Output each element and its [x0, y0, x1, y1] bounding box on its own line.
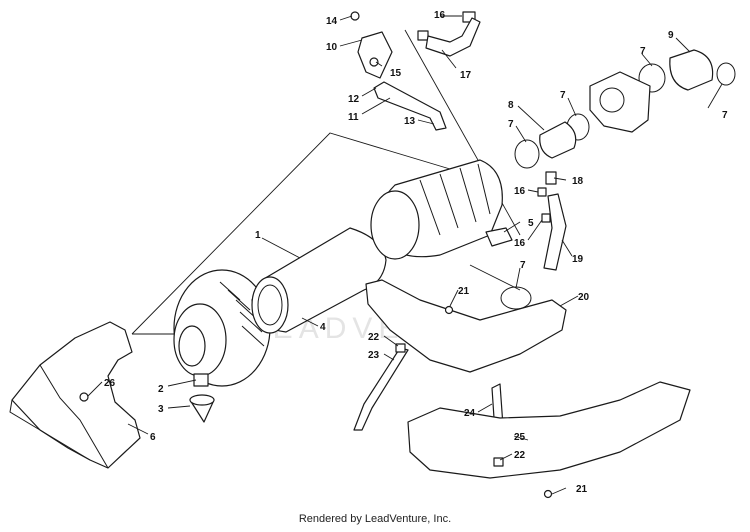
callout-21-bottom: 21 — [576, 484, 588, 495]
callout-26: 26 — [104, 378, 116, 389]
coupler-8 — [539, 121, 577, 159]
intake-duct — [11, 321, 141, 469]
callout-16-mid: 16 — [514, 186, 526, 197]
clip-22-right — [493, 457, 504, 467]
callout-7-a: 7 — [508, 119, 514, 130]
callout-2: 2 — [158, 384, 164, 395]
drain-valve-neck — [193, 373, 209, 387]
callout-7-e: 7 — [520, 260, 526, 271]
airbox-ribs — [219, 281, 265, 347]
callout-20: 20 — [578, 292, 590, 303]
throttle-body — [589, 71, 651, 133]
assembly-guide-lines — [131, 132, 471, 335]
callout-labels: 1 2 3 4 5 6 7 7 7 7 7 8 9 10 11 12 13 14… — [104, 10, 728, 495]
intake-boot-9 — [669, 49, 714, 91]
callout-16-top: 16 — [434, 10, 446, 21]
callout-22-right: 22 — [514, 450, 526, 461]
airbox-end-cap-inner — [178, 325, 206, 367]
intake-duct-20 — [365, 279, 567, 373]
screw-21-top — [444, 305, 454, 315]
lower-duct-25 — [407, 381, 691, 479]
screw-26 — [79, 392, 89, 402]
breather-housing — [357, 31, 393, 79]
callout-22-left: 22 — [368, 332, 380, 343]
callout-8: 8 — [508, 100, 514, 111]
callout-12: 12 — [348, 94, 360, 105]
hose-clamp-16-right-b — [541, 213, 551, 223]
callout-25: 25 — [514, 432, 526, 443]
callout-23: 23 — [368, 350, 380, 361]
airbox-main-end — [370, 190, 420, 260]
hose-clamp-16-small — [462, 11, 476, 23]
callout-7-c: 7 — [640, 46, 646, 57]
callout-15: 15 — [390, 68, 402, 79]
hose-19 — [543, 193, 567, 271]
throttle-body-bore — [599, 87, 625, 113]
callout-7-d: 7 — [722, 110, 728, 121]
callout-17: 17 — [460, 70, 472, 81]
callout-19: 19 — [572, 254, 584, 265]
intake-duct-edge — [39, 364, 109, 469]
callout-14: 14 — [326, 16, 338, 27]
intake-duct-flange — [9, 399, 91, 461]
air-filter-end-inner — [257, 284, 283, 326]
callout-5: 5 — [528, 218, 534, 229]
callout-24: 24 — [464, 408, 476, 419]
callout-4: 4 — [320, 322, 326, 333]
clamp-7-e — [500, 286, 532, 310]
callout-6: 6 — [150, 432, 156, 443]
callout-3: 3 — [158, 404, 164, 415]
callout-18: 18 — [572, 176, 584, 187]
footer-credit: Rendered by LeadVenture, Inc. — [298, 513, 452, 525]
fitting-15 — [369, 57, 379, 67]
clamp-7-a — [514, 139, 540, 169]
breather-hose-17 — [425, 17, 481, 57]
callout-21-top: 21 — [458, 286, 470, 297]
callout-7-b: 7 — [560, 90, 566, 101]
screw-14 — [350, 11, 360, 21]
callout-10: 10 — [326, 42, 338, 53]
hose-clamp-16-right-a — [537, 187, 547, 197]
bracket-5 — [485, 227, 513, 247]
guide-line-c — [469, 264, 521, 291]
callout-11: 11 — [348, 112, 359, 123]
breather-hose-13 — [373, 81, 447, 131]
bracket-23 — [353, 347, 409, 431]
callout-9: 9 — [668, 30, 674, 41]
callout-16-low: 16 — [514, 238, 526, 249]
leader-lines — [87, 15, 723, 495]
airbox-main-ribs — [419, 163, 491, 236]
clip-22-left — [395, 343, 406, 353]
screw-21-bottom — [543, 489, 553, 499]
callout-13: 13 — [404, 116, 416, 127]
drain-valve-top — [189, 394, 215, 406]
clamp-7-c — [638, 63, 666, 93]
hose-clamp-16-top — [417, 30, 429, 41]
callout-1: 1 — [255, 230, 261, 241]
clamp-7-d — [716, 62, 736, 86]
